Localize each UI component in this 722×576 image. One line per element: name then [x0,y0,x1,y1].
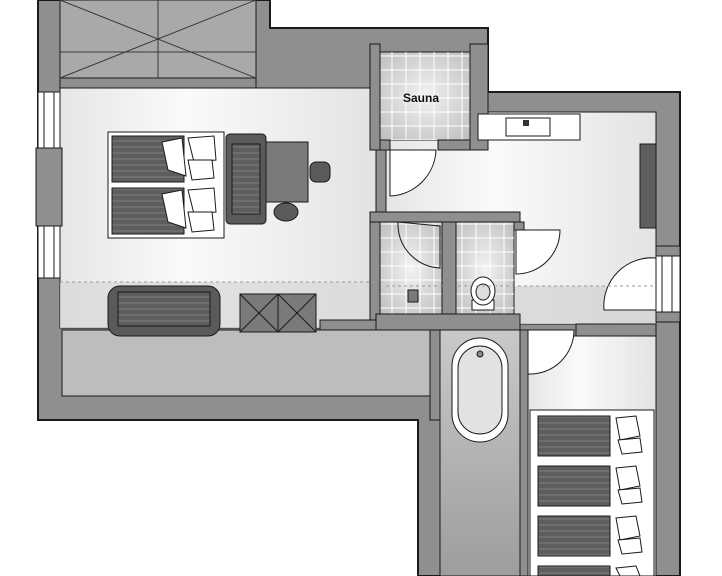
bunk-beds [529,409,655,576]
threshold-lines [60,281,656,287]
windows [35,91,681,313]
loggia-beams [59,0,257,79]
shower-drain [407,289,419,303]
sauna-label: Sauna [403,91,440,105]
vanity-counter [477,113,581,141]
desk-with-chair [225,133,331,225]
double-bed [107,131,225,239]
cabinet [239,293,317,333]
toilet [470,276,496,311]
bathtub [451,337,509,443]
door-swings [389,149,657,375]
sofa [107,285,221,337]
wardrobe [639,143,657,229]
